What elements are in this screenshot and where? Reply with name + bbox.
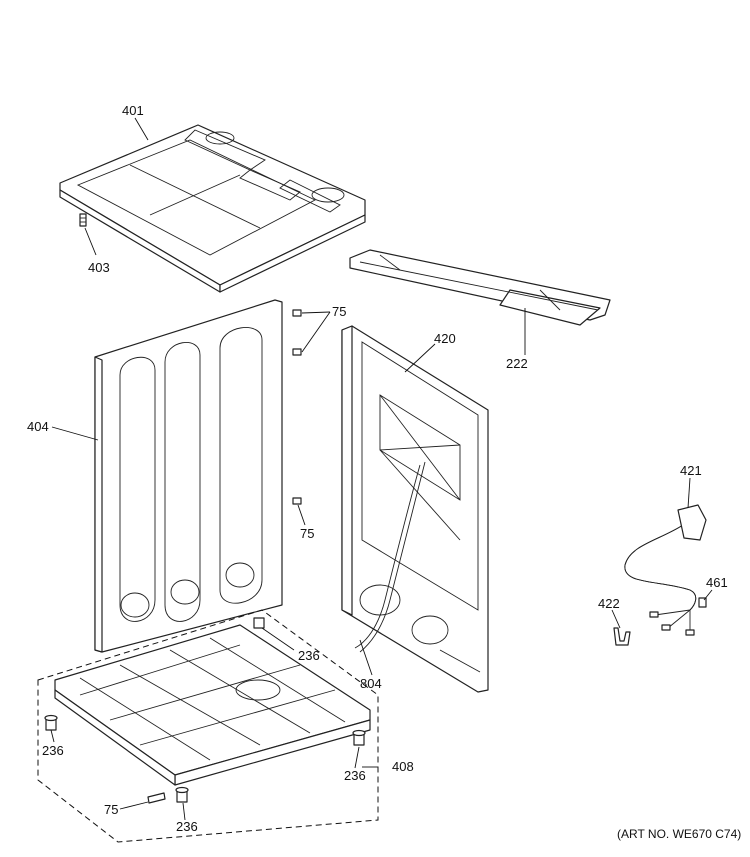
base-assembly-outline bbox=[37, 609, 379, 843]
label-222: 222 bbox=[506, 356, 528, 371]
rear-panel-420 bbox=[341, 325, 489, 693]
label-75-bottom: 75 bbox=[104, 802, 118, 817]
label-236-right: 236 bbox=[344, 768, 366, 783]
label-420: 420 bbox=[434, 331, 456, 346]
label-422: 422 bbox=[598, 596, 620, 611]
label-403: 403 bbox=[88, 260, 110, 275]
label-75-top: 75 bbox=[332, 304, 346, 319]
clip-422 bbox=[613, 627, 631, 646]
label-404: 404 bbox=[27, 419, 49, 434]
base-408 bbox=[54, 624, 371, 786]
label-421: 421 bbox=[680, 463, 702, 478]
label-408: 408 bbox=[392, 759, 414, 774]
screw-461 bbox=[698, 597, 707, 608]
label-461: 461 bbox=[706, 575, 728, 590]
foot-236-c bbox=[352, 729, 366, 746]
screw-403 bbox=[79, 213, 87, 227]
art-number: (ART NO. WE670 C74) bbox=[617, 827, 741, 841]
label-236-bottom: 236 bbox=[176, 819, 198, 834]
top-panel-401 bbox=[59, 124, 366, 293]
label-804: 804 bbox=[360, 676, 382, 691]
label-401: 401 bbox=[122, 103, 144, 118]
leader-lines bbox=[50, 117, 713, 821]
bracket-222 bbox=[349, 249, 611, 326]
side-panel-404 bbox=[94, 299, 283, 653]
foot-236-a bbox=[253, 617, 265, 629]
power-cord-421 bbox=[624, 504, 707, 636]
label-75-mid: 75 bbox=[300, 526, 314, 541]
foot-236-b bbox=[44, 714, 58, 731]
label-236-top: 236 bbox=[298, 648, 320, 663]
foot-236-d bbox=[175, 786, 189, 803]
screw-75-bottom bbox=[147, 792, 166, 804]
screws-75-side bbox=[292, 309, 302, 505]
label-236-left: 236 bbox=[42, 743, 64, 758]
